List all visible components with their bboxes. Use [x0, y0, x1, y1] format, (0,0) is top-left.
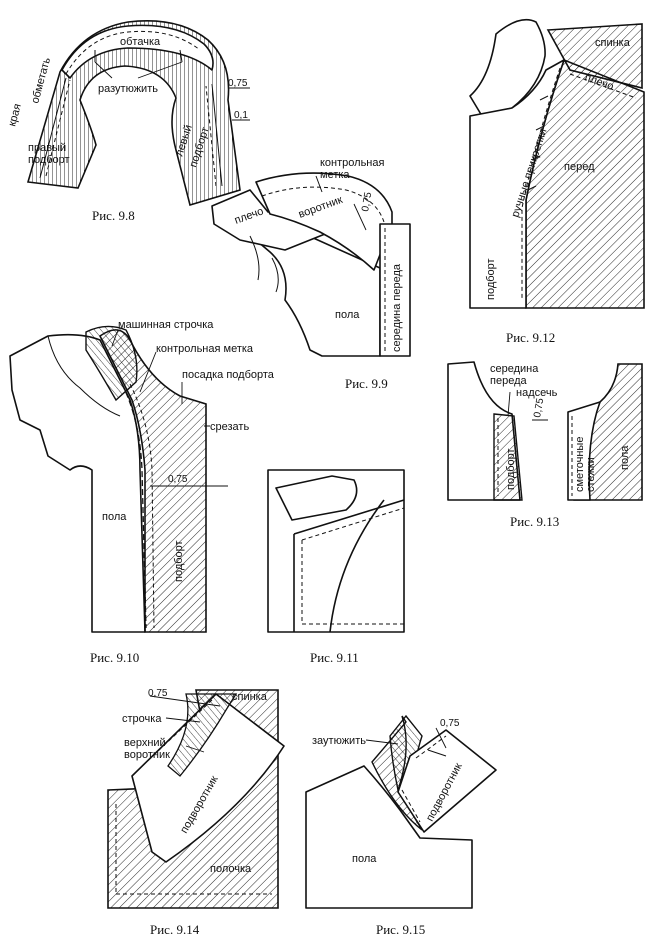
- caption-9-14: Рис. 9.14: [150, 922, 200, 937]
- label-pola: пола: [619, 445, 631, 470]
- label-facing-strip: обтачка: [120, 36, 161, 48]
- label-dim: 0,75: [360, 191, 374, 213]
- caption-9-13: Рис. 9.13: [510, 514, 559, 529]
- panel: [267, 469, 405, 633]
- label-right-facing-2: подборт: [28, 154, 70, 166]
- caption-9-11: Рис. 9.11: [310, 650, 359, 665]
- facing-strip: [469, 59, 565, 309]
- figure-9-12: спинка плечо ручные прикрепки перед подб…: [469, 18, 645, 345]
- label-dim-01: 0,1: [234, 110, 248, 121]
- label-back: спинка: [232, 691, 268, 703]
- label-notch: надсечь: [516, 387, 558, 399]
- label-machine-stitch: машинная строчка: [118, 319, 214, 331]
- label-facing: подборт: [505, 448, 517, 490]
- label-facing: подборт: [485, 258, 497, 300]
- label-pola: пола: [335, 309, 360, 321]
- facing-band: [61, 24, 214, 79]
- label-cut: срезать: [210, 421, 249, 433]
- label-dim: 0,75: [168, 474, 188, 485]
- label-basting-2: стежки: [585, 457, 597, 492]
- neckline-cutout: [469, 18, 546, 117]
- label-center-1: середина: [490, 363, 539, 375]
- right-strip: [567, 401, 601, 501]
- label-basting-1: сметочные: [574, 437, 586, 492]
- figure-9-14: 0,75 спинка строчка верхний воротник под…: [107, 688, 285, 937]
- undercollar-piece: [131, 693, 285, 863]
- label-pola: пола: [352, 853, 377, 865]
- pola-body: [9, 333, 146, 633]
- figure-9-10: машинная строчка контрольная метка посад…: [9, 319, 275, 665]
- label-front: перед: [564, 161, 595, 173]
- upper-collar-edge: [167, 693, 238, 777]
- label-press-open: разутюжить: [98, 83, 158, 95]
- caption-9-15: Рис. 9.15: [376, 922, 425, 937]
- figure-9-8: края обметать обтачка разутюжить правый …: [6, 20, 250, 223]
- figure-9-13: середина переда надсечь 0,75 подборт сме…: [447, 361, 643, 529]
- label-right-facing-1: правый: [28, 142, 66, 154]
- label-edges: края: [6, 102, 24, 127]
- label-dim-075: 0,75: [228, 78, 248, 89]
- left-facing: [493, 413, 523, 501]
- caption-9-10: Рис. 9.10: [90, 650, 139, 665]
- pola-body: [305, 765, 473, 909]
- back-piece: [546, 23, 643, 90]
- collar-stand: [85, 325, 138, 402]
- label-press-thin: заутюжить: [312, 735, 366, 747]
- front-center-piece: [379, 223, 411, 357]
- label-pola: пола: [102, 511, 127, 523]
- figure-9-11: Рис. 9.11: [267, 469, 405, 665]
- label-dim: 0,75: [440, 718, 460, 729]
- label-upper-2: воротник: [124, 749, 170, 761]
- figure-9-9: контрольная метка 0,75 плечо воротник се…: [211, 157, 411, 391]
- label-facing: подборт: [173, 540, 185, 582]
- label-control-2: метка: [320, 169, 350, 181]
- label-ease-facing: посадка подборта: [182, 369, 275, 381]
- label-control-mark: контрольная метка: [156, 343, 254, 355]
- caption-9-9: Рис. 9.9: [345, 376, 388, 391]
- label-center-2: переда: [490, 375, 527, 387]
- label-dim: 0,75: [532, 397, 546, 419]
- pola-piece: [249, 231, 381, 357]
- label-stitch: строчка: [122, 713, 162, 725]
- label-control-1: контрольная: [320, 157, 385, 169]
- label-upper-1: верхний: [124, 737, 166, 749]
- label-shelf: полочка: [210, 863, 252, 875]
- label-front-center: середина переда: [391, 263, 403, 352]
- label-overcast: обметать: [29, 56, 53, 105]
- facing-assembly: [26, 20, 241, 207]
- label-dim: 0,75: [148, 688, 168, 699]
- caption-9-8: Рис. 9.8: [92, 208, 135, 223]
- undercollar-piece: [397, 729, 497, 833]
- label-back: спинка: [595, 37, 631, 49]
- caption-9-12: Рис. 9.12: [506, 330, 555, 345]
- figure-9-15: заутюжить 0,75 подворотник пола Рис. 9.1…: [305, 714, 497, 937]
